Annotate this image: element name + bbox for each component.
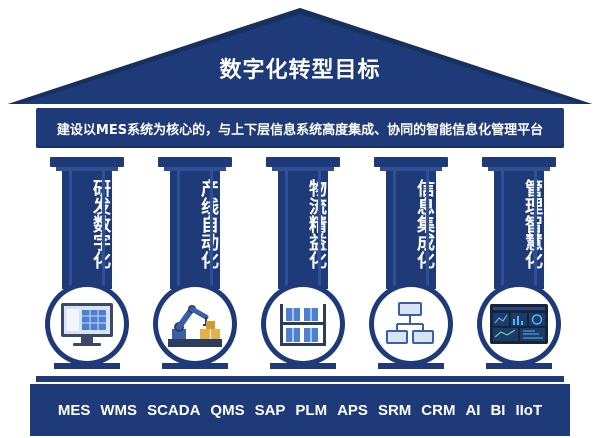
- system-label: CRM: [421, 401, 456, 419]
- goal-beam: 建设以MES系统为核心的，与上下层信息系统高度集成、协同的智能信息化管理平台: [36, 108, 564, 148]
- dashboard-screen-icon: [490, 304, 548, 344]
- pillar-label: 信息集成化: [414, 179, 435, 269]
- monitor-blueprint-icon: [61, 303, 113, 346]
- pillar-icon-ring: [369, 282, 453, 366]
- network-hierarchy-icon: [386, 302, 434, 344]
- pillar-cap: [50, 157, 124, 167]
- foundation-systems-bar: MES WMS SCADA QMS SAP PLM APS SRM CRM AI BI IIoT: [30, 384, 570, 436]
- pillar-logistics-lean: 物流精益化: [248, 151, 358, 373]
- pillar-shaft: 物流精益化: [278, 171, 328, 289]
- system-label: QMS: [210, 401, 245, 419]
- pillar-management-smart: 管理智慧化: [464, 151, 574, 373]
- system-label: SRM: [377, 401, 412, 419]
- system-label: AI: [465, 401, 481, 419]
- roof-pediment: [8, 8, 592, 104]
- system-label: APS: [337, 401, 368, 419]
- pillar-shaft: 信息集成化: [386, 171, 436, 289]
- system-label: SAP: [254, 401, 286, 419]
- foundation-step: [36, 376, 564, 382]
- pillar-shaft: 研发数字化: [62, 171, 112, 289]
- warehouse-shelf-icon: [280, 304, 326, 346]
- pillar-shaft: 产线自动化: [170, 171, 220, 289]
- pillar-label: 物流精益化: [306, 179, 327, 269]
- system-label: PLM: [295, 401, 328, 419]
- system-label: SCADA: [147, 401, 201, 419]
- goal-statement: 建设以MES系统为核心的，与上下层信息系统高度集成、协同的智能信息化管理平台: [56, 122, 544, 138]
- pillar-icon-ring: [45, 282, 129, 366]
- pillar-label: 产线自动化: [198, 179, 219, 269]
- pillar-info-integration: 信息集成化: [356, 151, 466, 373]
- pillar-icon-ring: [261, 282, 345, 366]
- systems-list: MES WMS SCADA QMS SAP PLM APS SRM CRM AI BI IIoT: [58, 402, 542, 419]
- page-title: 数字化转型目标: [219, 58, 381, 83]
- system-label: IIoT: [515, 401, 543, 419]
- pillar-line-automation: 产线自动化: [140, 151, 250, 373]
- system-label: BI: [490, 401, 506, 419]
- pillar-label: 研发数字化: [90, 179, 111, 269]
- pillar-rd-digitalization: 研发数字化: [32, 151, 142, 373]
- robot-arm-icon: [168, 305, 222, 347]
- pillar-icon-ring: [153, 282, 237, 366]
- system-label: WMS: [100, 401, 138, 419]
- pillar-icon-ring: [477, 282, 561, 366]
- pillar-shaft: 管理智慧化: [494, 171, 544, 289]
- system-label: MES: [57, 401, 91, 419]
- pillar-label: 管理智慧化: [522, 179, 543, 269]
